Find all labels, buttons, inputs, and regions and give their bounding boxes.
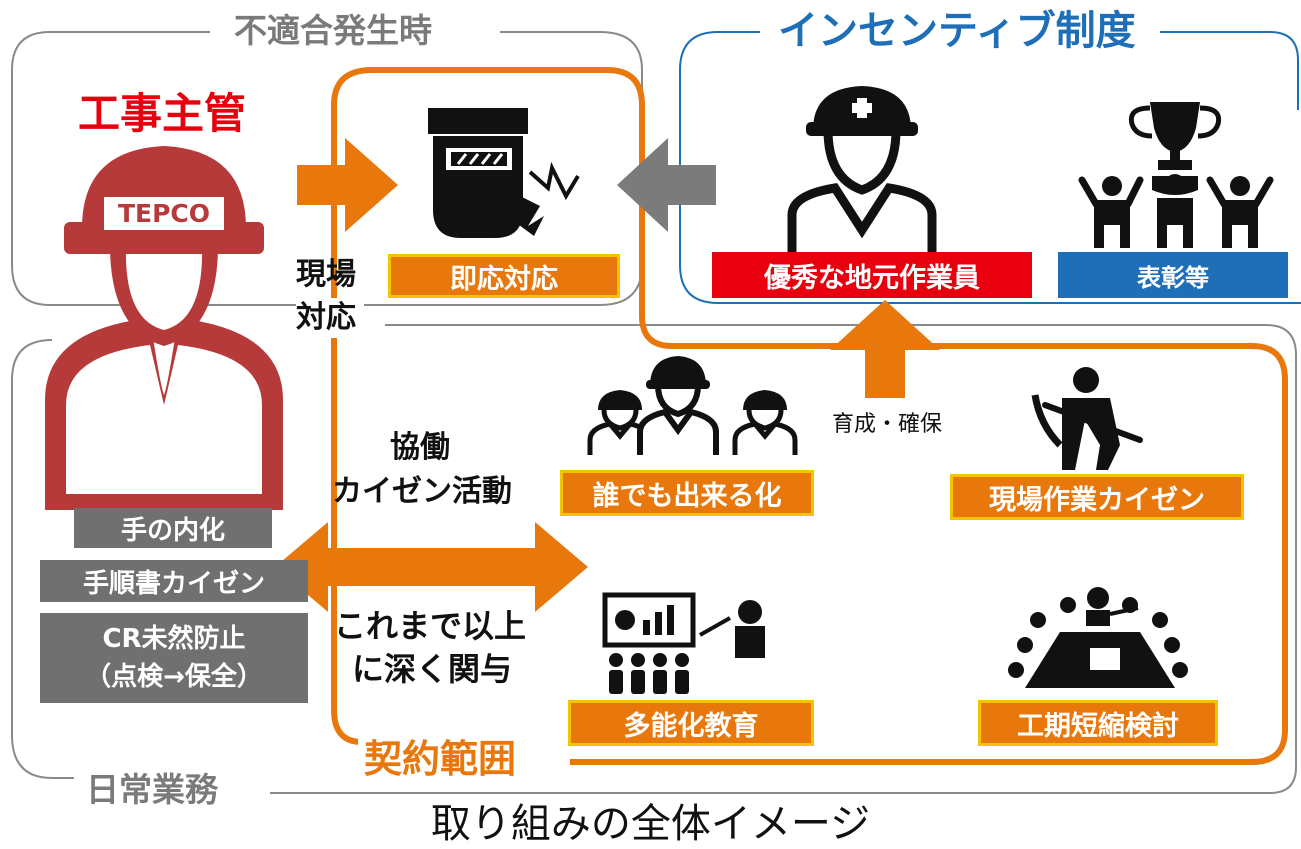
incentive-arrow bbox=[617, 138, 716, 232]
contract-title: 契約範囲 bbox=[358, 734, 523, 784]
role-title: 工事主管 bbox=[78, 89, 247, 138]
diagram-caption: 取り組みの全体イメージ bbox=[430, 801, 871, 847]
excellent-worker-label: 優秀な地元作業員 bbox=[712, 252, 1032, 298]
award-label: 表彰等 bbox=[1058, 252, 1288, 298]
contract-frame bbox=[331, 67, 1288, 765]
nonconformity-title: 不適合発生時 bbox=[222, 10, 444, 52]
incentive-title: インセンティブ制度 bbox=[766, 6, 1148, 56]
deeper-line2: に深く関与 bbox=[352, 650, 513, 688]
digging-worker-icon bbox=[1031, 367, 1143, 470]
presentation-icon bbox=[602, 592, 765, 694]
breaker-icon bbox=[428, 108, 580, 238]
schedule-shortening-label: 工期短縮検討 bbox=[978, 700, 1218, 746]
cr-prevention-box: CR未然防止 （点検→保全） bbox=[40, 613, 308, 703]
daily-title: 日常業務 bbox=[74, 768, 230, 812]
team-icon bbox=[587, 356, 798, 455]
develop-arrow bbox=[830, 300, 940, 398]
immediate-response-label: 即応対応 bbox=[388, 254, 620, 298]
multiskill-education-label: 多能化教育 bbox=[568, 700, 814, 746]
collab-line2: カイゼン活動 bbox=[332, 474, 512, 509]
meeting-icon bbox=[1008, 587, 1188, 688]
cr-line2: （点検→保全） bbox=[85, 662, 263, 692]
onsite-line1: 現場 bbox=[296, 257, 356, 292]
incentive-worker-icon bbox=[787, 86, 937, 252]
worker-helmet-icon bbox=[45, 146, 283, 510]
collab-double-arrow bbox=[275, 522, 588, 612]
develop-secure-label: 育成・確保 bbox=[832, 412, 943, 437]
task-procedure-kaizen: 手順書カイゼン bbox=[40, 560, 308, 602]
onsite-arrow bbox=[297, 138, 398, 232]
helmet-tepco-text: TEPCO bbox=[117, 199, 211, 228]
anyone-can-do-label: 誰でも出来る化 bbox=[560, 470, 814, 516]
collab-line1: 協働 bbox=[390, 430, 450, 465]
cr-line1: CR未然防止 bbox=[102, 624, 246, 654]
trophy-icon bbox=[1078, 102, 1274, 248]
daily-frame bbox=[11, 324, 1297, 794]
site-work-kaizen-label: 現場作業カイゼン bbox=[950, 474, 1244, 520]
deeper-line1: これまで以上 bbox=[334, 607, 527, 645]
task-in-house: 手の内化 bbox=[74, 508, 272, 548]
onsite-line2: 対応 bbox=[296, 298, 364, 338]
